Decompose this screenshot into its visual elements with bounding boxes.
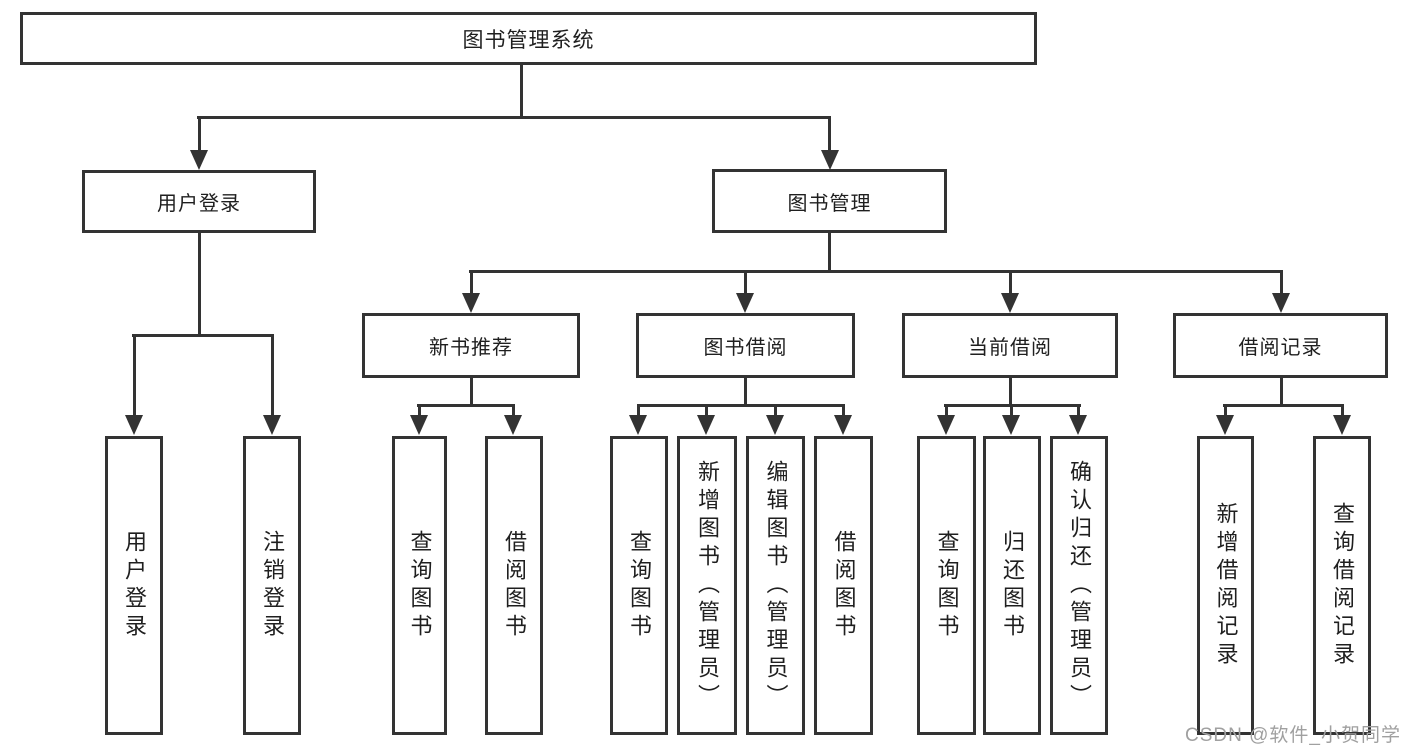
node-label: 图书管理 [787, 192, 872, 215]
node-label: 归还图书 [1000, 529, 1025, 642]
leaf-borrow-books: 借阅图书 [814, 436, 873, 735]
connector-user-login-branch [132, 334, 273, 337]
leaf-add-books-admin: 新增图书（管理员） [677, 436, 737, 735]
leaf-query-books-borrowing: 查询图书 [610, 436, 668, 735]
arrowhead-user-login [190, 150, 208, 170]
connector-stem-leaf-add-books [705, 404, 708, 418]
connector-book-borrowing-leaves-branch [637, 404, 845, 407]
connector-stem-leaf-confirm-return [1077, 404, 1080, 418]
node-label: 查询图书 [627, 529, 652, 642]
node-new-book-recommendation: 新书推荐 [362, 313, 580, 378]
arrowhead-leaf-return-books [1002, 415, 1020, 435]
arrowhead-leaf-add-record [1216, 415, 1234, 435]
node-book-management: 图书管理 [712, 169, 947, 233]
node-label: 确认归还（管理员） [1067, 459, 1092, 712]
arrowhead-leaf-confirm-return [1069, 415, 1087, 435]
leaf-borrow-books-recommend: 借阅图书 [485, 436, 543, 735]
connector-stem-leaf-borrow-books [842, 404, 845, 418]
node-user-login: 用户登录 [82, 170, 316, 233]
connector-level2-branch [197, 116, 831, 119]
node-label: 查询图书 [407, 529, 433, 642]
connector-stem-book-borrowing [744, 270, 747, 295]
node-label: 用户登录 [122, 529, 147, 642]
arrowhead-leaf-query-record [1333, 415, 1351, 435]
connector-stem-user-login [198, 116, 201, 152]
connector-stem-leaf-return-books [1010, 404, 1013, 418]
leaf-confirm-return-admin: 确认归还（管理员） [1050, 436, 1108, 735]
connector-stem-borrowing-records [1280, 270, 1283, 295]
connector-new-book-leaves-branch [417, 404, 515, 407]
arrowhead-leaf-borrow-books [834, 415, 852, 435]
connector-book-borrowing-drop [744, 378, 747, 407]
node-label: 借阅记录 [1238, 337, 1323, 359]
leaf-add-borrow-record: 新增借阅记录 [1197, 436, 1254, 735]
node-label: 新书推荐 [429, 337, 513, 359]
node-borrowing-records: 借阅记录 [1173, 313, 1388, 378]
node-book-borrowing: 图书借阅 [636, 313, 855, 378]
node-label: 注销登录 [260, 529, 285, 642]
node-label: 新增借阅记录 [1213, 501, 1239, 670]
connector-stem-leaf-query-record [1341, 404, 1344, 418]
leaf-query-borrow-record: 查询借阅记录 [1313, 436, 1371, 735]
node-label: 新增图书（管理员） [695, 459, 720, 712]
arrowhead-leaf-query-current [937, 415, 955, 435]
arrowhead-book-borrowing [736, 293, 754, 313]
connector-book-management-drop [828, 233, 831, 273]
connector-stem-leaf-add-record [1224, 404, 1227, 418]
node-label: 查询借阅记录 [1330, 501, 1355, 670]
leaf-query-books-current: 查询图书 [917, 436, 976, 735]
connector-stem-leaf-query-current [945, 404, 948, 418]
node-label: 编辑图书（管理员） [763, 459, 789, 712]
connector-borrowing-records-leaves-branch [1223, 404, 1344, 407]
arrowhead-book-management [821, 150, 839, 170]
leaf-user-login: 用户登录 [105, 436, 163, 735]
connector-stem-leaf-query-recommend [418, 404, 421, 418]
leaf-edit-books-admin: 编辑图书（管理员） [746, 436, 805, 735]
connector-root-drop [520, 65, 523, 118]
arrowhead-borrowing-records [1272, 293, 1290, 313]
leaf-query-books-recommend: 查询图书 [392, 436, 447, 735]
arrowhead-leaf-query-borrowing [629, 415, 647, 435]
connector-stem-new-book [470, 270, 473, 295]
connector-stem-leaf-logout [271, 334, 274, 417]
node-root-library-system: 图书管理系统 [20, 12, 1037, 65]
connector-stem-leaf-borrow-recommend [512, 404, 515, 418]
arrowhead-current-borrowing [1001, 293, 1019, 313]
arrowhead-leaf-query-recommend [410, 415, 428, 435]
leaf-return-books: 归还图书 [983, 436, 1041, 735]
arrowhead-new-book [462, 293, 480, 313]
connector-user-login-drop [198, 233, 201, 336]
connector-stem-book-management [828, 116, 831, 152]
connector-stem-leaf-user-login [133, 334, 136, 417]
node-label: 用户登录 [157, 193, 241, 215]
node-label: 借阅图书 [502, 529, 527, 642]
arrowhead-leaf-add-books [697, 415, 715, 435]
node-label: 当前借阅 [968, 337, 1052, 359]
connector-borrowing-records-drop [1280, 378, 1283, 407]
arrowhead-leaf-edit-books [766, 415, 784, 435]
node-label: 图书借阅 [703, 337, 788, 359]
node-current-borrowing: 当前借阅 [902, 313, 1118, 378]
csdn-watermark: CSDN @软件_小贺同学 [1185, 725, 1401, 746]
connector-new-book-drop [470, 378, 473, 407]
node-label: 图书管理系统 [462, 28, 595, 52]
arrowhead-leaf-logout [263, 415, 281, 435]
leaf-logout: 注销登录 [243, 436, 301, 735]
connector-stem-current-borrowing [1009, 270, 1012, 295]
node-label: 查询图书 [934, 529, 960, 642]
connector-stem-leaf-edit-books [774, 404, 777, 418]
connector-categories-branch [469, 270, 1282, 273]
connector-stem-leaf-query-borrowing [637, 404, 640, 418]
connector-current-borrowing-drop [1009, 378, 1012, 407]
node-label: 借阅图书 [831, 529, 857, 642]
arrowhead-leaf-borrow-recommend [504, 415, 522, 435]
arrowhead-leaf-user-login [125, 415, 143, 435]
